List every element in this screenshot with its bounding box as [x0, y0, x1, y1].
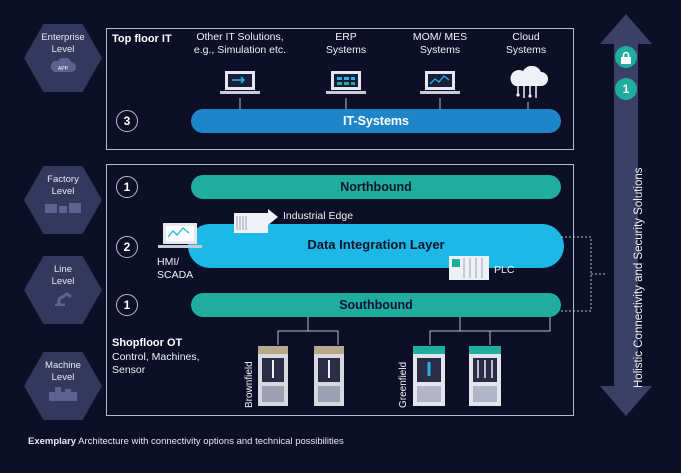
caption: Exemplary Architecture with connectivity…	[28, 436, 344, 447]
factory-level-label: Factory Level	[47, 174, 79, 197]
machine-icon	[49, 387, 77, 401]
brownfield-machine-1-icon	[258, 346, 288, 406]
machine-connectors	[277, 317, 551, 345]
top-floor-title: Top floor IT	[112, 33, 172, 45]
line-level-badge: Line Level	[24, 256, 102, 324]
greenfield-label: Greenfield	[398, 361, 409, 408]
step-number-3: 3	[116, 110, 138, 132]
holistic-connectivity-label: Holistic Connectivity and Security Solut…	[633, 167, 645, 388]
enterprise-level-label: Enterprise Level	[41, 32, 85, 55]
shopfloor-title: Shopfloor OT	[112, 337, 183, 349]
shopfloor-frame	[106, 164, 574, 416]
data-integration-label: Data Integration Layer	[307, 237, 445, 252]
step-number-1-northbound: 1	[116, 176, 138, 198]
lock-icon	[615, 46, 637, 68]
plc-label: PLC	[494, 264, 515, 276]
step-number-1-southbound: 1	[116, 294, 138, 316]
brownfield-machine-2-icon	[314, 346, 344, 406]
laptop-grid-icon	[326, 71, 366, 94]
cloud-label: Cloud Systems	[505, 31, 547, 56]
factory-level-badge: Factory Level	[24, 166, 102, 234]
caption-text: Architecture with connectivity options a…	[76, 436, 344, 447]
industrial-edge-label: Industrial Edge	[283, 210, 354, 222]
machine-level-badge: Machine Level	[24, 352, 102, 420]
plc-icon	[449, 256, 489, 280]
it-systems-bar: IT-Systems	[191, 109, 561, 133]
machine-level-label: Machine Level	[45, 360, 81, 383]
mom-mes-label: MOM/ MES Systems	[412, 31, 468, 56]
shopfloor-description: Control, Machines, Sensor	[112, 351, 200, 376]
brownfield-label: Brownfield	[244, 361, 255, 408]
hmi-laptop-icon	[158, 223, 202, 248]
caption-bold: Exemplary	[28, 436, 77, 447]
step-number-2: 2	[116, 236, 138, 258]
laptop-chart-icon	[420, 71, 460, 94]
robot-arm-icon	[55, 292, 72, 306]
greenfield-machine-2-icon	[469, 346, 501, 406]
hmi-scada-label: HMI/ SCADA	[157, 256, 194, 281]
greenfield-machine-1-icon	[413, 346, 445, 406]
enterprise-level-badge: Enterprise Level APP	[24, 24, 102, 92]
laptop-arrow-icon	[220, 71, 260, 94]
cloud-app-icon: APP	[50, 58, 76, 72]
vertical-double-arrow	[600, 14, 652, 416]
line-level-label: Line Level	[51, 264, 75, 287]
cloud-icon	[510, 66, 548, 98]
app-icon-text: APP	[58, 66, 69, 72]
side-step-number: 1	[615, 78, 637, 100]
factory-icon	[45, 203, 81, 213]
other-it-label: Other IT Solutions, e.g., Simulation etc…	[193, 31, 287, 56]
northbound-bar: Northbound	[191, 175, 561, 199]
industrial-edge-icon	[234, 209, 278, 233]
southbound-bar: Southbound	[191, 293, 561, 317]
erp-label: ERP Systems	[325, 31, 367, 56]
top-floor-frame	[106, 28, 574, 150]
